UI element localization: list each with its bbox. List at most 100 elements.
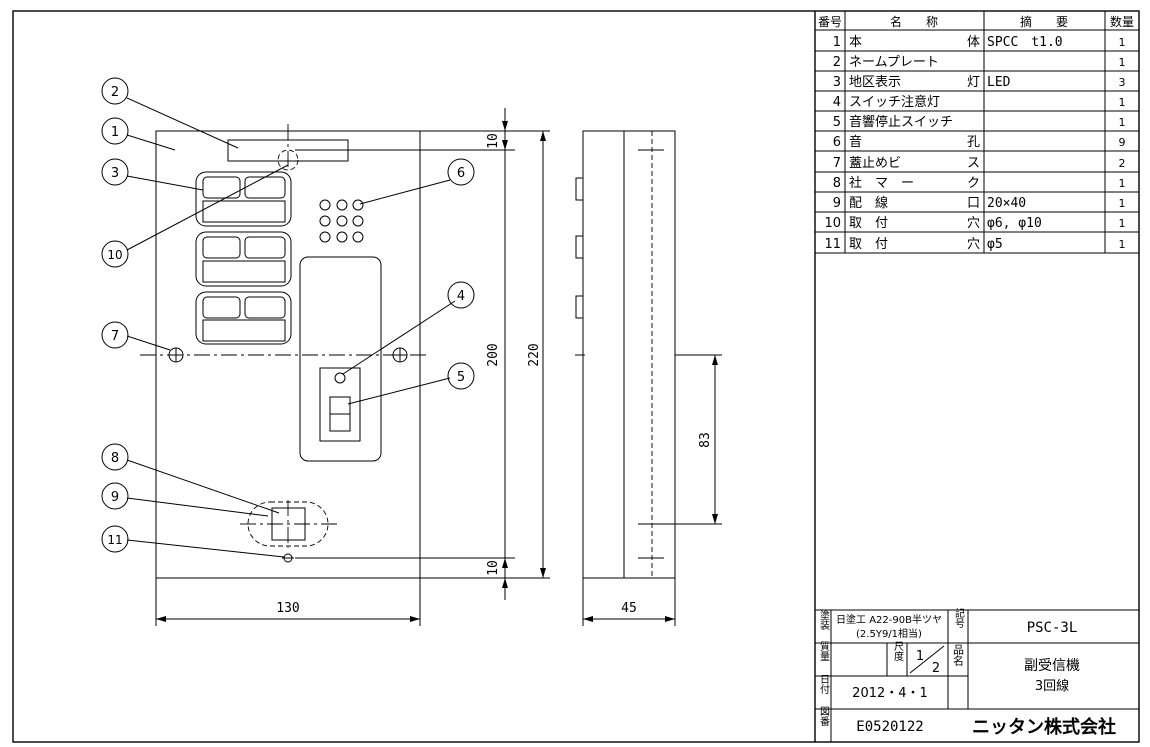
svg-text:ネームプレート: ネームプレート (849, 55, 939, 70)
svg-text:5: 5 (457, 370, 465, 385)
balloon-6: 6 (447, 158, 475, 186)
svg-text:体: 体 (967, 35, 980, 50)
svg-text:孔: 孔 (967, 135, 980, 150)
svg-text:取 付: 取 付 (849, 216, 888, 231)
code-value: PSC-3L (1027, 620, 1078, 636)
svg-text:1: 1 (1119, 56, 1126, 69)
balloon-4: 4 (447, 281, 475, 309)
sound-holes (319, 199, 364, 243)
svg-text:10: 10 (824, 216, 841, 231)
svg-text:6: 6 (457, 166, 465, 181)
table-row: 8 社 マ ー ク 1 (833, 175, 1126, 191)
svg-text:1: 1 (1119, 36, 1126, 49)
scale-denominator: 2 (932, 661, 940, 676)
dim-height-inner: 200 (486, 343, 501, 366)
svg-text:音響停止スイッチ: 音響停止スイッチ (849, 114, 953, 130)
svg-text:11: 11 (107, 533, 122, 547)
cover-screw-right (392, 347, 408, 363)
front-view (140, 124, 430, 579)
balloon-1: 1 (101, 117, 129, 145)
svg-text:スイッチ注意灯: スイッチ注意灯 (849, 94, 940, 110)
svg-text:ク: ク (967, 176, 980, 191)
svg-text:SPCC t1.0: SPCC t1.0 (987, 35, 1063, 50)
svg-text:8: 8 (111, 451, 119, 466)
cover-screw-left (168, 347, 184, 363)
svg-text:2: 2 (833, 55, 841, 70)
svg-text:3: 3 (833, 75, 841, 90)
svg-text:口: 口 (967, 196, 980, 211)
dim-depth-side: 45 (621, 601, 637, 616)
svg-text:蓋止めビ: 蓋止めビ (849, 156, 901, 171)
title-block: 塗装 日塗工 A22-90B半ツヤ (2.5Y9/1相当) 記号 PSC-3L … (815, 607, 1139, 742)
table-row: 2 ネームプレート 1 (833, 55, 1126, 70)
dim-lower-height: 83 (698, 432, 713, 448)
svg-text:1: 1 (1119, 177, 1126, 190)
table-row: 4 スイッチ注意灯 1 (833, 94, 1126, 110)
balloon-8: 8 (101, 443, 129, 471)
svg-text:1: 1 (833, 35, 841, 50)
product-name-2: 3回線 (1035, 678, 1069, 694)
balloon-3: 3 (101, 158, 129, 186)
code-label: 記号 (953, 607, 965, 629)
svg-text:5: 5 (833, 115, 841, 130)
svg-text:7: 7 (833, 156, 841, 171)
svg-text:φ5: φ5 (987, 237, 1003, 252)
paint-value-2: (2.5Y9/1相当) (856, 627, 922, 640)
drawing-no: E0520122 (856, 719, 923, 735)
svg-text:2: 2 (111, 85, 119, 100)
svg-text:1: 1 (1119, 116, 1126, 129)
product-label: 品名 (952, 644, 965, 666)
balloon-2: 2 (101, 77, 129, 105)
svg-text:音: 音 (849, 134, 862, 150)
front-width-dimension: 130 (155, 578, 421, 626)
header-qty: 数量 (1110, 14, 1134, 29)
side-view: 83 45 (575, 130, 722, 626)
dim-height-total: 220 (527, 343, 542, 366)
table-row: 5 音響停止スイッチ 1 (833, 114, 1126, 130)
svg-text:11: 11 (824, 237, 841, 252)
balloon-11: 11 (101, 525, 129, 553)
svg-text:3: 3 (111, 166, 119, 181)
svg-text:6: 6 (833, 135, 841, 150)
scale-label: 尺度 (892, 641, 904, 662)
date-value: 2012・4・1 (852, 686, 928, 701)
paint-value-1: 日塗工 A22-90B半ツヤ (836, 613, 942, 626)
dim-margin-top: 10 (486, 133, 501, 149)
svg-text:3: 3 (1119, 76, 1126, 89)
scale-numerator: 1 (916, 649, 924, 664)
company-name: ニッタン株式会社 (972, 716, 1116, 738)
date-label: 日付 (818, 674, 830, 695)
header-spec: 摘 要 (1020, 14, 1068, 29)
balloon-5: 5 (447, 362, 475, 390)
header-name: 名 称 (890, 14, 938, 29)
svg-text:社 マ ー: 社 マ ー (849, 175, 914, 191)
svg-text:4: 4 (833, 95, 841, 110)
svg-text:LED: LED (987, 75, 1011, 90)
dim-margin-bottom: 10 (486, 560, 501, 576)
header-number: 番号 (818, 15, 842, 29)
paint-label: 塗装 (818, 609, 830, 631)
svg-text:7: 7 (111, 329, 119, 344)
svg-text:9: 9 (833, 196, 841, 211)
svg-text:4: 4 (457, 289, 465, 304)
led-indicator-group (195, 171, 292, 345)
svg-text:2: 2 (1119, 157, 1126, 170)
product-name-1: 副受信機 (1024, 658, 1080, 674)
svg-text:1: 1 (1119, 96, 1126, 109)
sheet-border (12, 10, 1140, 743)
switch-panel (299, 256, 382, 462)
balloons: 2 1 3 10 7 8 9 11 6 4 5 (101, 77, 475, 553)
svg-text:8: 8 (833, 176, 841, 191)
drawing-no-label: 図番 (818, 706, 830, 727)
svg-text:10: 10 (107, 248, 122, 262)
svg-text:9: 9 (111, 490, 119, 505)
dim-width-front: 130 (276, 601, 299, 616)
balloon-leaders (126, 97, 456, 558)
svg-text:ス: ス (967, 156, 980, 171)
